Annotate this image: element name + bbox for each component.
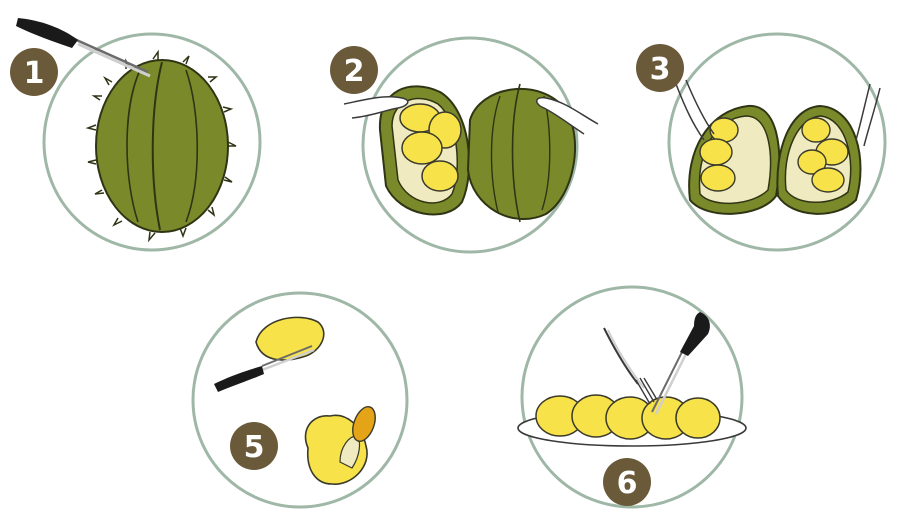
step-6-number: 6: [617, 466, 638, 501]
step-5-badge: 5: [230, 422, 278, 470]
pulp-row-icon: [536, 395, 720, 439]
step-2-number: 2: [344, 54, 365, 89]
step-3-badge: 3: [636, 44, 684, 92]
step-6-panel: 6: [518, 287, 746, 507]
step-6-badge: 6: [603, 458, 651, 506]
step-1-panel: 1: [10, 18, 260, 250]
step-3-panel: 3: [636, 34, 885, 250]
step-2-panel: 2: [330, 38, 598, 252]
step-5-number: 5: [244, 430, 265, 465]
step-1-number: 1: [24, 56, 45, 91]
step-5-panel: 5: [193, 293, 407, 507]
step-1-badge: 1: [10, 48, 58, 96]
step-3-number: 3: [650, 52, 671, 87]
step-2-badge: 2: [330, 46, 378, 94]
